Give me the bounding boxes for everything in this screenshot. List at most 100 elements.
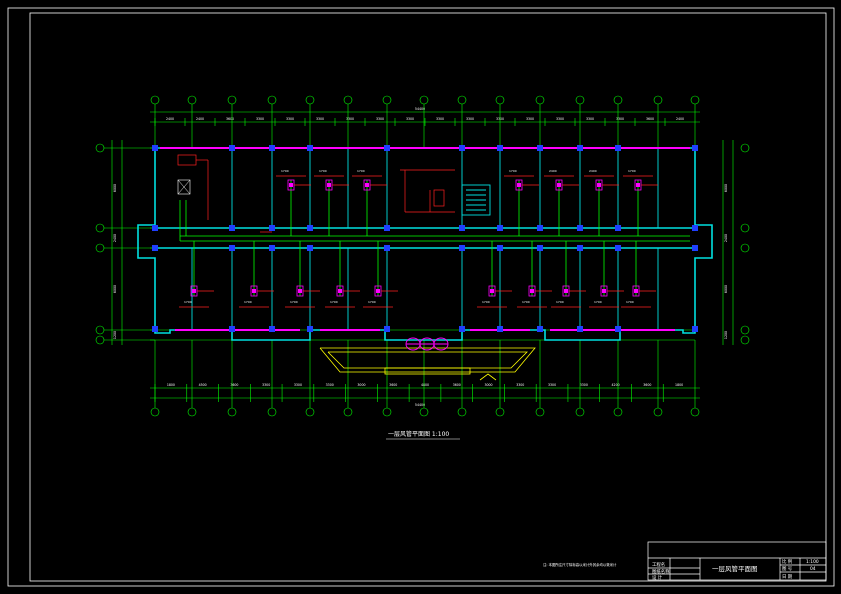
top-dim-label: 3300 [286, 117, 294, 121]
grid-axis-bubble [187, 407, 197, 417]
room-label: 1700 [244, 300, 252, 304]
column [384, 326, 390, 332]
column [229, 145, 235, 151]
grid-axis-bubble [495, 407, 505, 417]
grid-axis-bubble [653, 407, 663, 417]
column [384, 225, 390, 231]
top-dim-label: 3300 [316, 117, 324, 121]
column [307, 225, 313, 231]
room-label: 1700 [368, 300, 376, 304]
lobby-branch [400, 169, 455, 213]
sheet-note: 注: 本图所注尺寸除标高以米计外其余均以毫米计 [543, 562, 617, 567]
top-dim-label: 3600 [646, 117, 654, 121]
grid-axis-bubble [740, 143, 750, 153]
grid-axis-bubble [95, 325, 105, 335]
grid-axis-bubble [267, 407, 277, 417]
grid-axis-bubble [613, 407, 623, 417]
column [307, 245, 313, 251]
column [692, 245, 698, 251]
room-label: 1700 [184, 300, 192, 304]
grid-axis-bubble [690, 95, 700, 105]
column [615, 245, 621, 251]
grid-axis-bubble [227, 407, 237, 417]
bottom-dim-label: 4500 [199, 383, 207, 387]
side-dim-label: 6000 [724, 184, 728, 192]
column [229, 326, 235, 332]
column [692, 145, 698, 151]
column [152, 225, 158, 231]
column [459, 245, 465, 251]
grid-axis-bubble [343, 95, 353, 105]
room-label: 1700 [330, 300, 338, 304]
grid-axis-bubble [305, 95, 315, 105]
grid-axis-bubble [740, 335, 750, 345]
grid-axis-bubble [382, 95, 392, 105]
bottom-dim-label: 1800 [675, 383, 683, 387]
drawing-title-group: 一层风管平面图 1:100 [386, 430, 460, 440]
grid-axis-bubble [575, 407, 585, 417]
title-block-scale-label: 比 例 [782, 558, 793, 565]
room-label: 1700 [290, 300, 298, 304]
column [577, 326, 583, 332]
grid-axis-bubble [740, 325, 750, 335]
title-block-label-drawing-name: 图纸名称 [652, 568, 670, 575]
side-dim-label: 2400 [113, 234, 117, 242]
side-dim-label: 6000 [113, 285, 117, 293]
column [692, 326, 698, 332]
column [229, 245, 235, 251]
grid-axis-bubble [740, 223, 750, 233]
column [577, 225, 583, 231]
sheet-border [7, 7, 835, 587]
grid-axis-bubble [95, 223, 105, 233]
column [497, 326, 503, 332]
column [307, 145, 313, 151]
room-label: 1700 [626, 300, 634, 304]
title-block-scale-value: 1:100 [806, 559, 819, 565]
top-dim-label: 3600 [226, 117, 234, 121]
title-block-label-designer: 设 计 [652, 574, 663, 581]
column [615, 225, 621, 231]
bottom-dim-label: 1800 [167, 383, 175, 387]
column [384, 145, 390, 151]
column [577, 245, 583, 251]
bottom-dim-label: 3600 [453, 383, 461, 387]
side-dim-label: 6000 [724, 285, 728, 293]
grid-axis-bubble [495, 95, 505, 105]
building-walls [137, 147, 713, 341]
fan-room-equipment [177, 154, 209, 220]
top-dim-label: 2400 [166, 117, 174, 121]
column [537, 326, 543, 332]
room-label: 1700 [522, 300, 530, 304]
grid-axis-bubble [740, 243, 750, 253]
title-block-title: 一层风管平面图 [712, 564, 758, 573]
bottom-dim-label: 3000 [357, 383, 365, 387]
top-dim-label: 3300 [526, 117, 534, 121]
bottom-dim-label: 3300 [516, 383, 524, 387]
grid-axis-bubble [457, 95, 467, 105]
top-dim-label: 3300 [406, 117, 414, 121]
column [537, 245, 543, 251]
entrance-canopy [319, 337, 536, 381]
room-label: 1700 [628, 169, 636, 173]
column [497, 245, 503, 251]
grid-axis-bubble [95, 143, 105, 153]
top-dim-label: 2400 [196, 117, 204, 121]
grid-axis-bubble [95, 335, 105, 345]
top-dim-label: 3300 [616, 117, 624, 121]
grid-axis-bubble [382, 407, 392, 417]
column [459, 145, 465, 151]
column [692, 225, 698, 231]
column [152, 245, 158, 251]
grid-axis-bubble [305, 407, 315, 417]
column [269, 225, 275, 231]
main-air-duct [179, 200, 690, 242]
column [269, 145, 275, 151]
plan-title: 一层风管平面图 1:100 [388, 430, 449, 438]
grid-axis-bubble [419, 95, 429, 105]
grid-axis-bubble [267, 95, 277, 105]
bottom-dim-label: 3300 [580, 383, 588, 387]
room-label: 2400 [589, 169, 597, 173]
column [384, 245, 390, 251]
